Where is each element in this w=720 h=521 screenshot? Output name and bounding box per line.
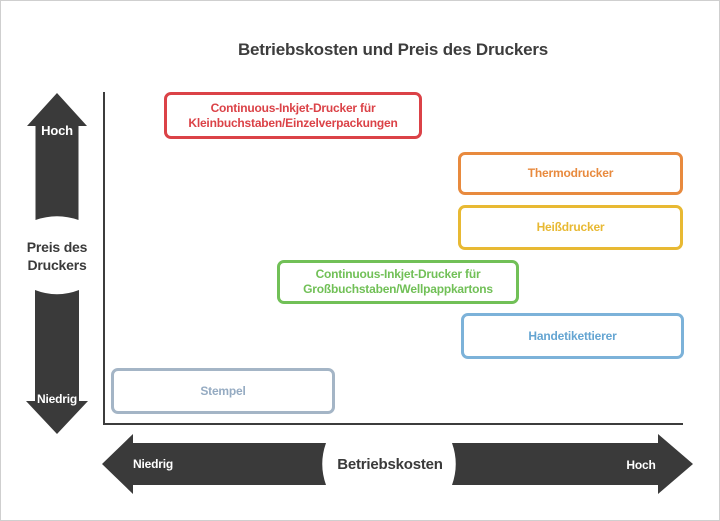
y-axis-title-line2: Druckers xyxy=(27,257,87,273)
box-thermodrucker: Thermodrucker xyxy=(458,152,683,195)
y-axis-down-arrow-icon xyxy=(26,290,88,434)
page-title: Betriebskosten und Preis des Druckers xyxy=(237,40,549,59)
box-label-line2: Großbuchstaben/Wellpappkartons xyxy=(303,282,493,296)
box-heissdrucker: Heißdrucker xyxy=(458,205,683,250)
box-label: Heißdrucker xyxy=(536,220,605,234)
x-axis-title: Betriebskosten xyxy=(337,456,443,473)
y-axis-title-line1: Preis des xyxy=(26,239,88,255)
y-axis-title: Preis des Druckers xyxy=(9,238,105,274)
x-axis-low-label: Niedrig xyxy=(133,457,173,471)
y-axis-high-label: Hoch xyxy=(41,123,73,138)
box-stempel: Stempel xyxy=(111,368,335,414)
box-cij-drucker-grossbuchstaben: Continuous-Inkjet-Drucker für Großbuchst… xyxy=(277,260,519,304)
y-axis-up-arrow-icon xyxy=(27,93,87,220)
box-cij-drucker-kleinbuchstaben: Continuous-Inkjet-Drucker für Kleinbuchs… xyxy=(164,92,422,139)
y-axis-line xyxy=(103,92,105,424)
x-axis-right-arrow-icon xyxy=(452,434,693,494)
x-axis-left-arrow-icon xyxy=(102,434,326,494)
x-axis-line xyxy=(103,423,683,425)
box-label: Stempel xyxy=(200,383,246,398)
x-axis-high-label: Hoch xyxy=(626,458,656,472)
box-label: Handetikettierer xyxy=(528,328,617,343)
box-label-line1: Continuous-Inkjet-Drucker für xyxy=(315,267,481,281)
box-handetikettierer: Handetikettierer xyxy=(461,313,684,359)
box-label: Thermodrucker xyxy=(527,166,614,180)
y-axis-low-label: Niedrig xyxy=(37,392,77,406)
box-label-line2: Kleinbuchstaben/Einzelverpackungen xyxy=(188,115,398,130)
box-label-line1: Continuous-Inkjet-Drucker für xyxy=(210,100,376,115)
